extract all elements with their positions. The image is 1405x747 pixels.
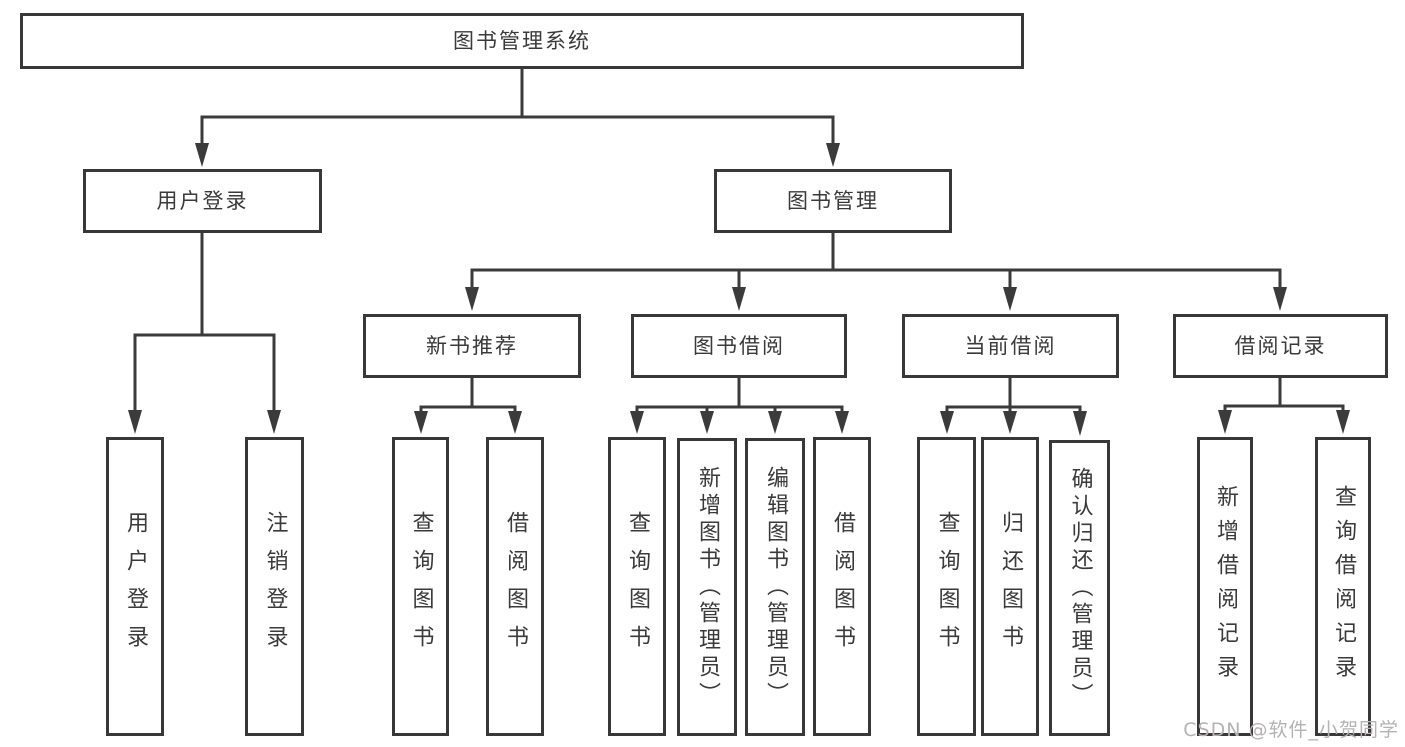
node-borrow-books-borrowing: 借阅图书 — [813, 437, 871, 736]
node-user-login-group: 用户登录 — [83, 169, 322, 233]
node-logout-leaf: 注销登录 — [245, 437, 304, 736]
node-book-management-group: 图书管理 — [714, 169, 952, 233]
node-search-books-recommend: 查询图书 — [392, 437, 449, 736]
node-add-books-admin: 新增图书（管理员） — [677, 438, 737, 736]
watermark-text: CSDN @软件_小贺同学 — [1183, 719, 1399, 741]
node-user-login-leaf: 用户登录 — [106, 437, 164, 736]
node-borrowing-records: 借阅记录 — [1173, 314, 1388, 378]
node-return-books: 归还图书 — [981, 437, 1039, 736]
node-current-borrowing: 当前借阅 — [902, 314, 1119, 378]
node-book-borrowing: 图书借阅 — [631, 314, 847, 378]
node-search-borrow-record: 查询借阅记录 — [1315, 437, 1371, 736]
node-edit-books-admin: 编辑图书（管理员） — [745, 438, 805, 736]
node-new-book-recommendation: 新书推荐 — [363, 314, 581, 378]
node-search-books-current: 查询图书 — [917, 437, 976, 736]
node-add-borrow-record: 新增借阅记录 — [1197, 437, 1253, 736]
node-borrow-books-recommend: 借阅图书 — [486, 437, 544, 736]
node-confirm-return-admin: 确认归还（管理员） — [1049, 440, 1110, 736]
node-search-books-borrowing: 查询图书 — [608, 437, 666, 736]
node-root-library-system: 图书管理系统 — [20, 13, 1024, 69]
